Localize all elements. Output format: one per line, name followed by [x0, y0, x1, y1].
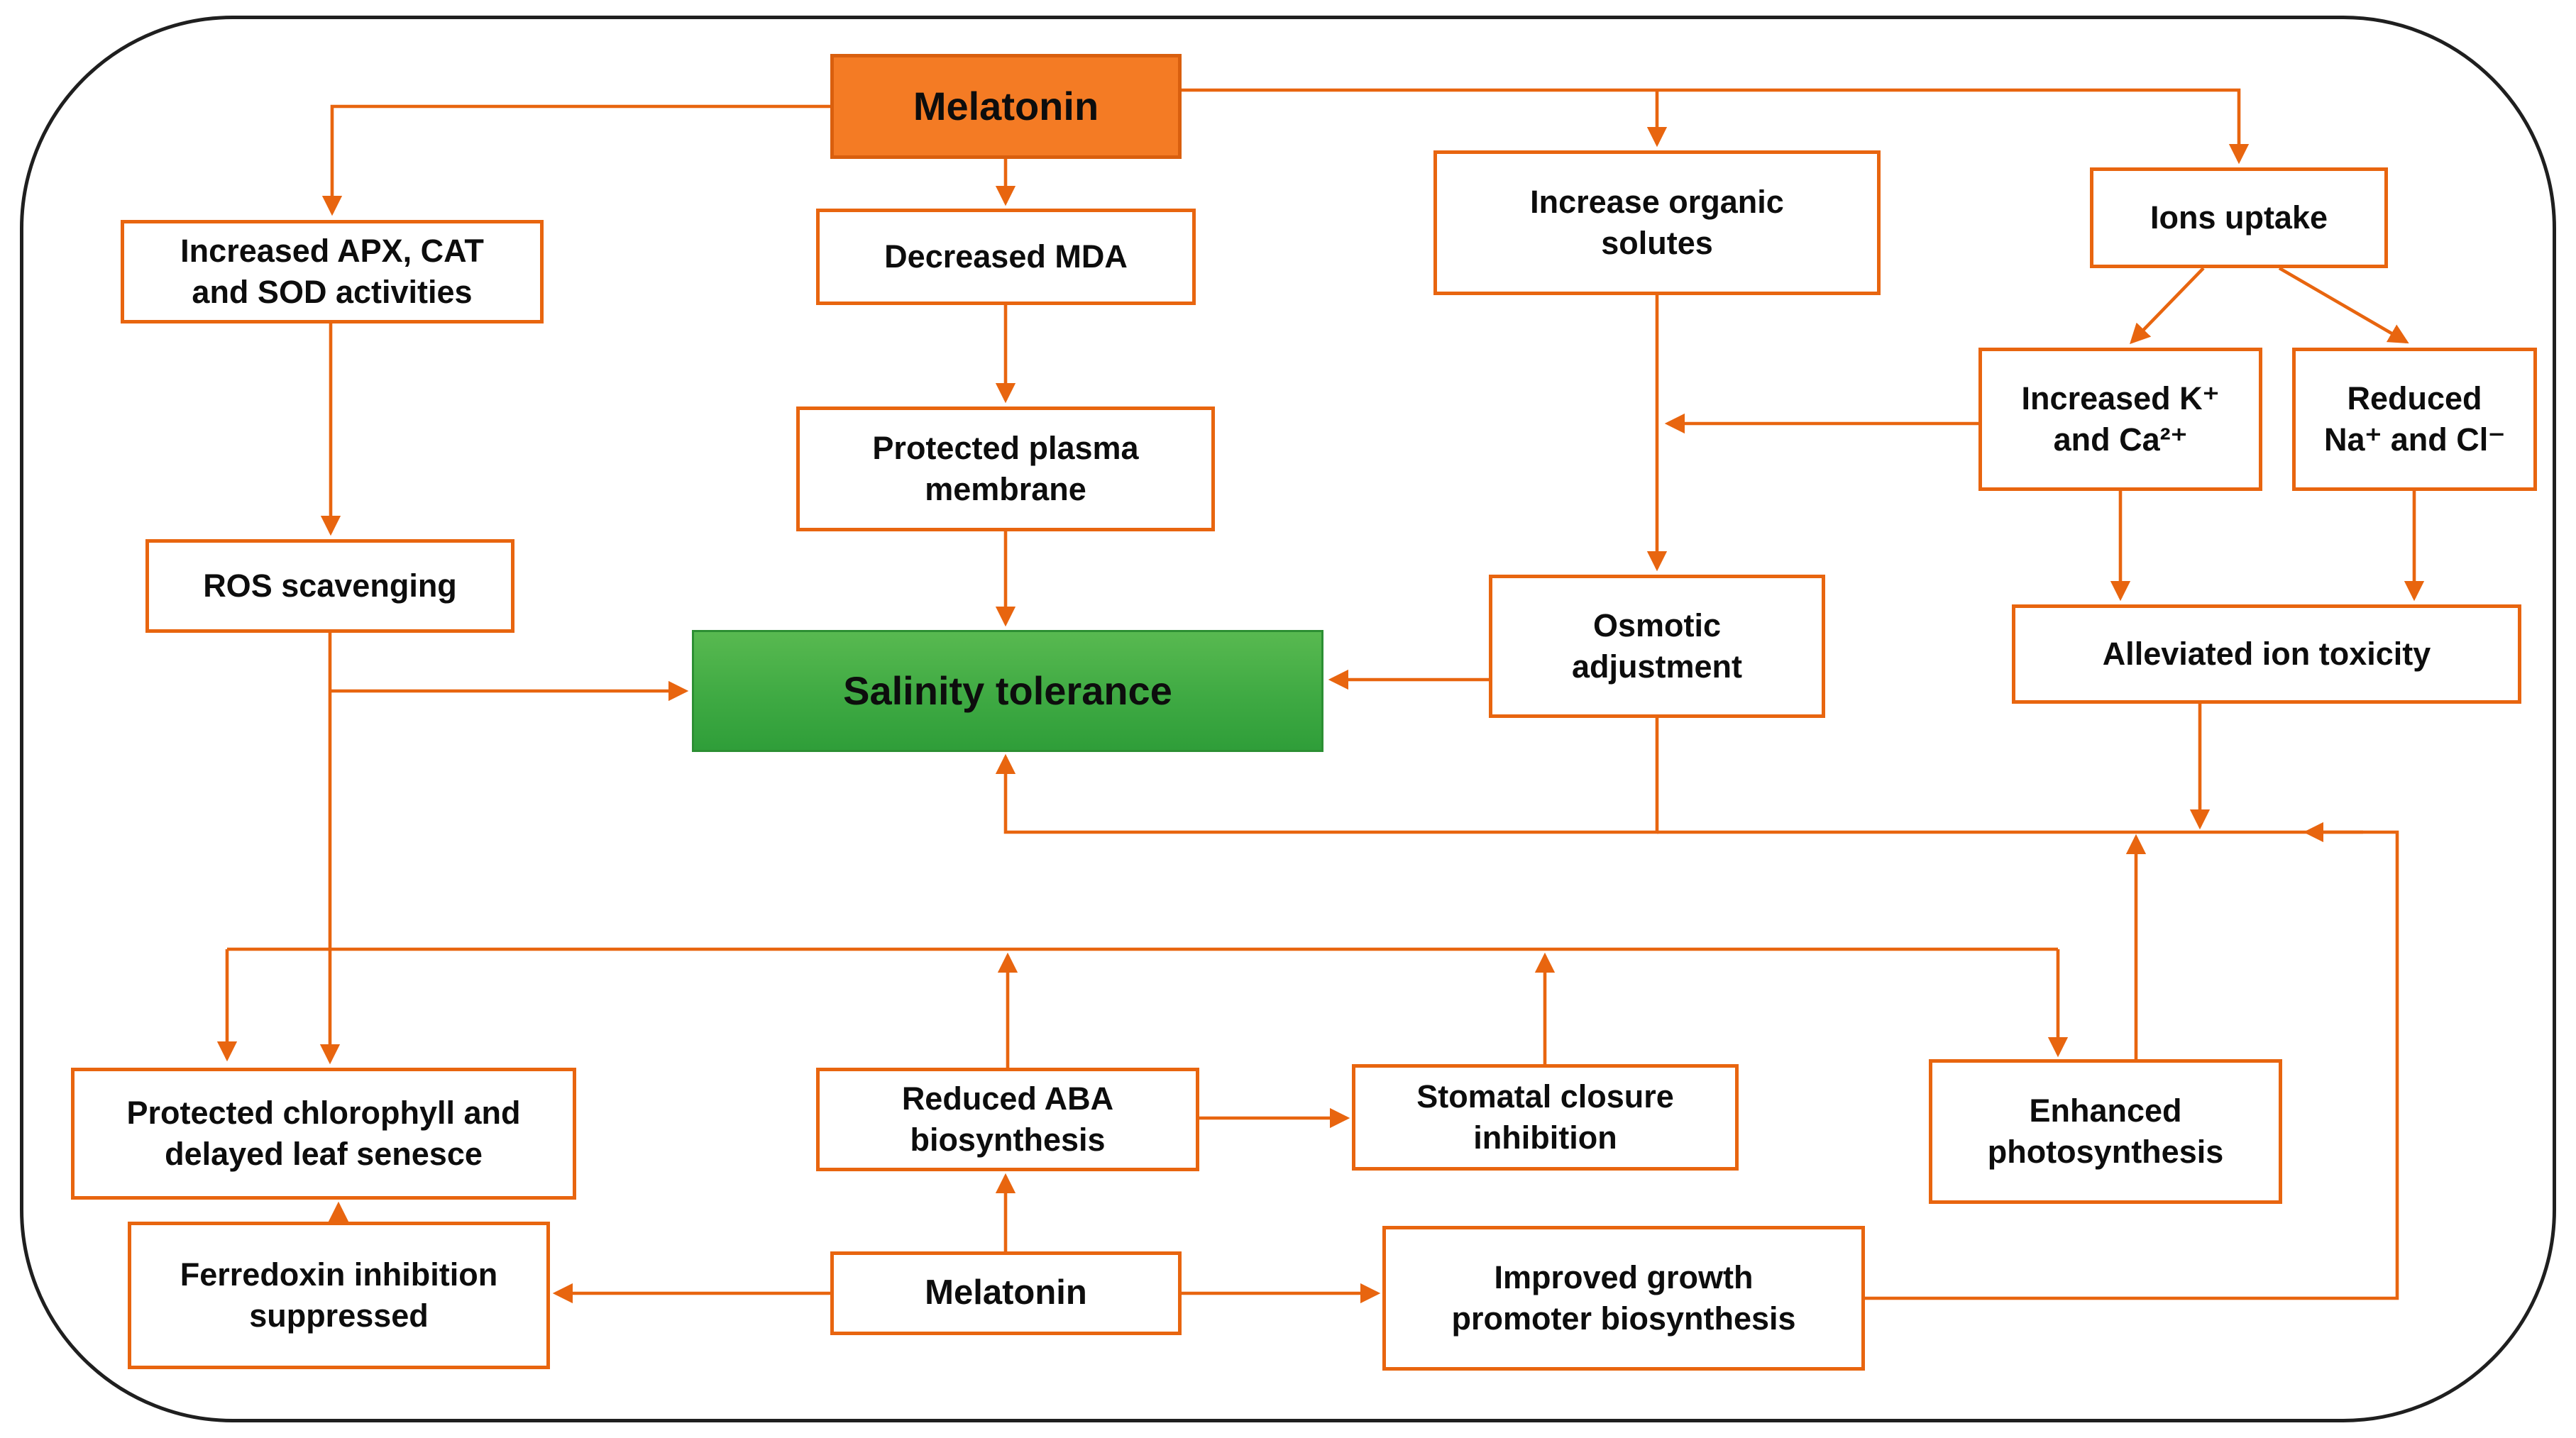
node-melatonin-top: Melatonin: [830, 54, 1182, 159]
node-ros-scavenging: ROS scavenging: [145, 539, 514, 633]
outer-rounded-border: [20, 16, 2556, 1422]
node-salinity-tolerance: Salinity tolerance: [692, 630, 1323, 752]
node-ions-uptake: Ions uptake: [2090, 167, 2388, 268]
arrow-melatonin-to-apx: [321, 104, 830, 216]
node-increase-organic: Increase organic solutes: [1433, 150, 1881, 295]
arrow-ions-to-k: [2130, 267, 2205, 345]
node-decreased-mda: Decreased MDA: [816, 209, 1196, 305]
node-protected-plasma: Protected plasma membrane: [796, 406, 1215, 531]
node-protected-chlorophyll: Protected chlorophyll and delayed leaf s…: [71, 1068, 576, 1200]
node-increased-k: Increased K⁺ and Ca²⁺: [1978, 348, 2262, 491]
node-osmotic-adjustment: Osmotic adjustment: [1489, 575, 1825, 718]
arrow-collector-to-salinity-bottom: [995, 718, 1659, 834]
node-increased-apx: Increased APX, CAT and SOD activities: [121, 220, 544, 323]
arrow-melatonin-to-ions: [1182, 88, 2250, 165]
arrow-ions-to-na: [2278, 267, 2409, 344]
node-reduced-aba: Reduced ABA biosynthesis: [816, 1068, 1199, 1171]
node-enhanced-photosynthesis: Enhanced photosynthesis: [1929, 1059, 2282, 1204]
node-ferredoxin: Ferredoxin inhibition suppressed: [128, 1222, 550, 1369]
node-stomatal-closure: Stomatal closure inhibition: [1352, 1064, 1739, 1171]
node-alleviated-ion: Alleviated ion toxicity: [2012, 604, 2521, 704]
line-improved-growth-loop: [1657, 830, 2399, 1300]
node-melatonin-bottom: Melatonin: [830, 1251, 1182, 1335]
node-reduced-na: Reduced Na⁺ and Cl⁻: [2292, 348, 2537, 491]
node-improved-growth: Improved growth promoter biosynthesis: [1382, 1226, 1865, 1371]
